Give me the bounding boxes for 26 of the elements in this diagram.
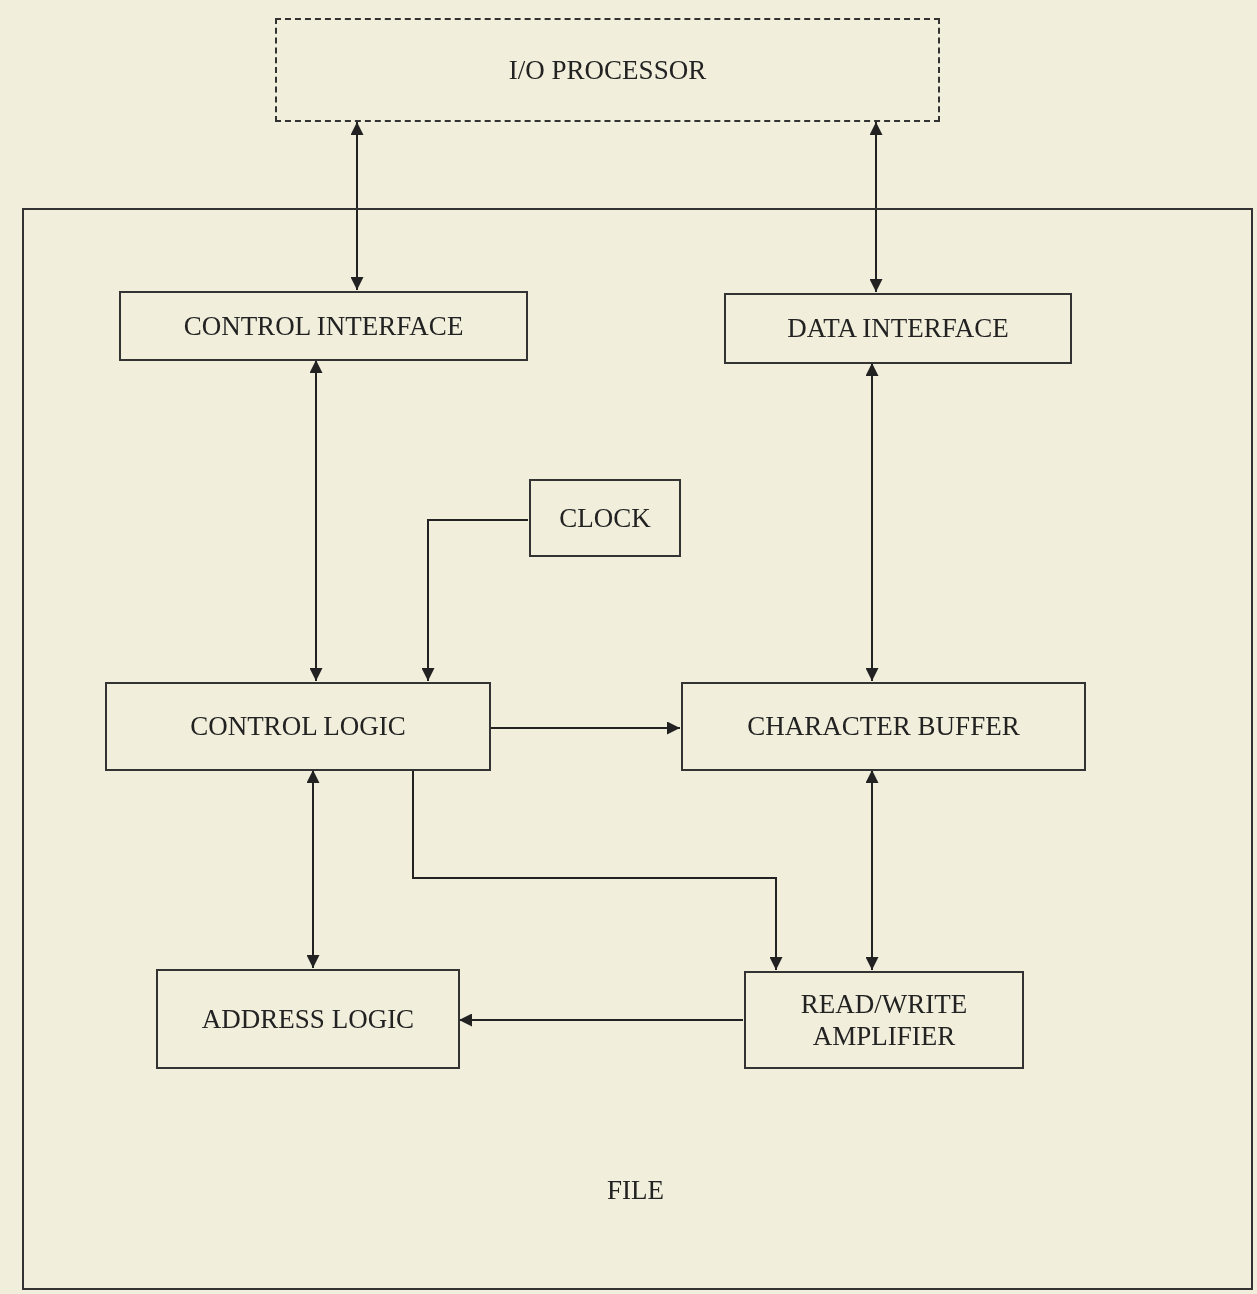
block-box bbox=[724, 293, 1072, 364]
arrow bbox=[412, 769, 783, 971]
arrow bbox=[865, 769, 879, 971]
block-label: DATA INTERFACE bbox=[786, 312, 1010, 345]
arrow bbox=[865, 362, 879, 682]
block-box bbox=[156, 969, 460, 1069]
arrow bbox=[350, 121, 364, 291]
enclosing-box bbox=[22, 208, 1253, 1290]
block-label: CONTROL LOGIC bbox=[189, 710, 407, 743]
block-label: CHARACTER BUFFER bbox=[746, 710, 1021, 743]
arrow bbox=[869, 121, 883, 293]
block-box bbox=[744, 971, 1024, 1069]
block-label: FILE bbox=[606, 1173, 665, 1206]
block-label: I/O PROCESSOR bbox=[507, 53, 708, 87]
block-box bbox=[119, 291, 528, 361]
block-box bbox=[529, 479, 681, 557]
processor-box bbox=[275, 18, 940, 122]
block-label: READ/WRITE AMPLIFIER bbox=[799, 987, 969, 1053]
block-box bbox=[681, 682, 1086, 771]
arrow bbox=[309, 359, 323, 682]
block-label: CONTROL INTERFACE bbox=[182, 309, 465, 343]
arrow bbox=[421, 519, 529, 682]
block-box bbox=[105, 682, 491, 771]
block-label: CLOCK bbox=[558, 501, 652, 535]
block-label: ADDRESS LOGIC bbox=[200, 1002, 416, 1036]
arrow bbox=[306, 769, 320, 969]
